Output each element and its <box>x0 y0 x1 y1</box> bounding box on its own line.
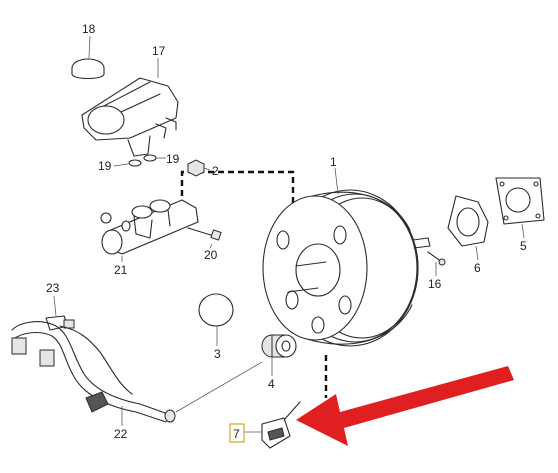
bolt <box>187 227 222 241</box>
gasket-plate <box>495 177 545 225</box>
nut <box>187 159 205 177</box>
reservoir-seal-right <box>143 154 157 162</box>
callout-6: 6 <box>474 261 481 275</box>
master-cylinder <box>100 199 199 255</box>
callout-3: 3 <box>214 347 221 361</box>
callout-7: 7 <box>233 427 240 441</box>
seal-plate <box>447 195 489 247</box>
callout-18: 18 <box>82 22 96 36</box>
vacuum-hose <box>11 321 176 423</box>
brake-fluid-reservoir <box>81 77 179 157</box>
callout-19-left: 19 <box>98 159 112 173</box>
callout-23: 23 <box>46 281 60 295</box>
hose-clip <box>45 315 75 331</box>
callout-7-highlight <box>229 423 245 443</box>
callout-20: 20 <box>204 248 218 262</box>
red-arrow <box>296 366 514 446</box>
pin <box>427 251 446 266</box>
callout-5: 5 <box>520 239 527 253</box>
leader-lines <box>53 35 525 433</box>
callout-17: 17 <box>152 44 166 58</box>
brake-booster <box>262 189 431 347</box>
callout-19-right: 19 <box>166 152 180 166</box>
callout-4: 4 <box>268 377 275 391</box>
callout-22: 22 <box>114 427 128 441</box>
grommet <box>261 334 297 358</box>
check-valve <box>261 401 301 449</box>
reservoir-cap <box>71 58 105 80</box>
callout-21: 21 <box>114 263 128 277</box>
callout-1: 1 <box>330 155 337 169</box>
gasket <box>198 293 234 327</box>
vacuum-hose-dashed-upper <box>180 170 295 300</box>
callout-2: 2 <box>212 164 219 178</box>
reservoir-seal-left <box>128 159 142 167</box>
callout-16: 16 <box>428 277 442 291</box>
